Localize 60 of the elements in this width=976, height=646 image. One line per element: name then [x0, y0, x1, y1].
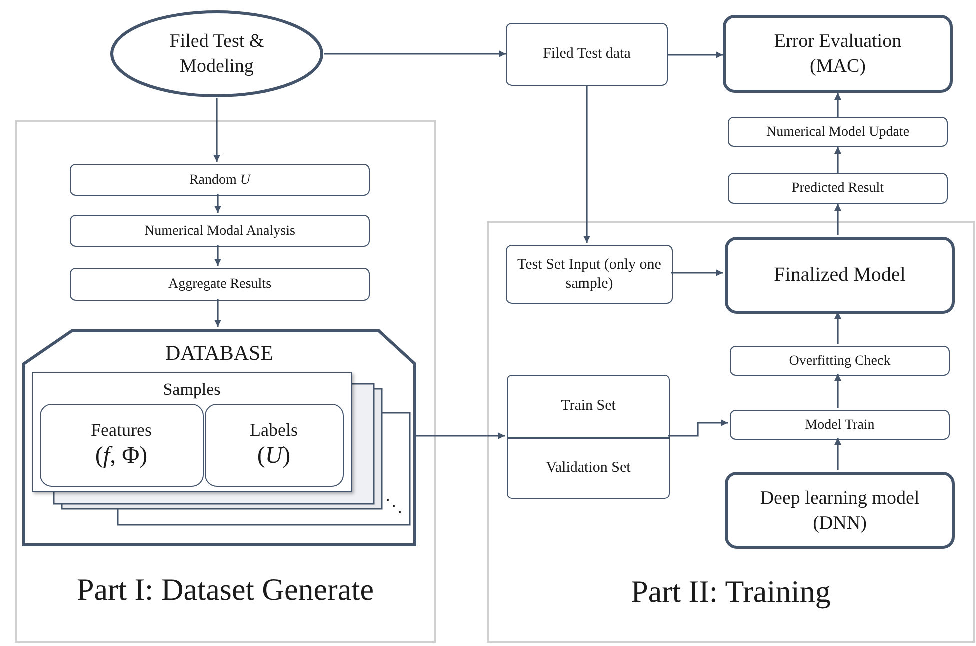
arrow	[668, 52, 723, 58]
arrow	[834, 374, 842, 408]
continuation-dots: ⋱	[385, 496, 403, 516]
field-box	[204, 404, 344, 486]
field-name: Labels	[250, 419, 298, 441]
process-box	[728, 173, 948, 204]
node-text: Train Set	[561, 397, 616, 416]
arrow	[834, 147, 842, 173]
node-text: Validation Set	[546, 459, 631, 478]
process-box	[70, 164, 370, 196]
process-box	[730, 410, 950, 440]
arrow	[834, 204, 842, 235]
arrow	[214, 299, 222, 327]
key-step-box	[725, 472, 955, 549]
node-text: Aggregate Results	[168, 276, 272, 294]
node-text: Numerical Modal Analysis	[144, 222, 296, 240]
arrow	[324, 50, 506, 58]
math-symbol: (f, Φ)	[95, 442, 148, 471]
section-title: Part II: Training	[630, 574, 832, 610]
field-name: Features	[91, 419, 152, 441]
process-box	[70, 215, 370, 247]
section-panel	[15, 120, 436, 643]
node-text: Test Set Input (only one sample)	[516, 256, 662, 294]
arrow	[671, 270, 723, 276]
node-text: Predicted Result	[792, 180, 884, 198]
arrow	[834, 93, 842, 117]
dataset-split-box	[507, 375, 670, 499]
database-title: DATABASE	[164, 340, 274, 367]
key-step-box	[725, 237, 955, 314]
node-text: Filed Test data	[543, 45, 631, 64]
node-text: Error Evaluation (MAC)	[773, 30, 903, 79]
card-title: Samples	[162, 379, 222, 401]
process-box	[506, 245, 673, 304]
arrow	[214, 194, 222, 213]
samples-card	[32, 372, 352, 492]
node-text: Random U	[189, 172, 251, 190]
section-title: Part I: Dataset Generate	[76, 572, 375, 608]
node-text: Overfitting Check	[789, 352, 891, 370]
math-symbol: (U)	[257, 442, 291, 471]
node-text: Model Train	[805, 416, 875, 434]
arrow	[415, 432, 505, 440]
node-text: Filed Test & Modeling	[168, 30, 266, 79]
section-panel	[487, 221, 975, 643]
node-text: Numerical Model Update	[766, 124, 910, 142]
database-container	[22, 329, 417, 547]
process-box	[70, 268, 370, 301]
start-ellipse	[110, 10, 324, 98]
node-text: Finalized Model	[773, 263, 907, 288]
process-box	[506, 23, 668, 86]
arrow	[834, 312, 842, 344]
arrow	[214, 98, 220, 162]
key-step-box	[723, 15, 953, 93]
process-box	[728, 117, 948, 147]
arrow	[834, 438, 842, 470]
process-box	[730, 346, 950, 376]
arrow	[584, 86, 590, 243]
node-text: Deep learning model (DNN)	[759, 486, 921, 536]
arrow	[668, 420, 728, 437]
field-box	[40, 404, 204, 486]
arrow	[214, 245, 222, 266]
